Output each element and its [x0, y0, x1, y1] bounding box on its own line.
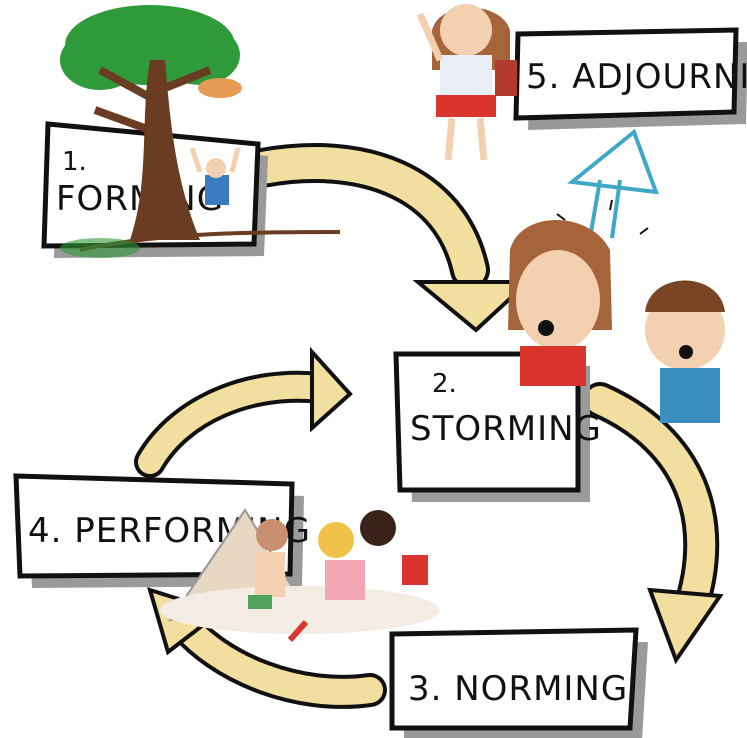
forming-number: 1. [62, 147, 87, 177]
arrow-forming-to-storming [242, 143, 534, 333]
tree-illustration [60, 5, 341, 258]
shovel-icon [287, 620, 309, 642]
arguing-kids-illustration [508, 220, 725, 423]
storming-box: 2. STORMING [393, 351, 602, 502]
sandcastle-illustration [160, 508, 440, 642]
adjourning-box: 5. ADJOURNING [513, 27, 747, 130]
norming-box: 3. NORMING [389, 627, 648, 738]
adjourning-label: 5. ADJOURNING [526, 57, 747, 97]
backpack-icon [495, 60, 517, 96]
arrow-performing-to-storming [134, 346, 353, 478]
storming-label: STORMING [410, 409, 602, 449]
child-icon [205, 175, 229, 205]
waving-girl-illustration [416, 4, 517, 161]
arrow-storming-to-norming [582, 382, 724, 665]
norming-label: 3. NORMING [408, 669, 628, 709]
storming-number: 2. [432, 369, 457, 399]
cat-icon [198, 78, 242, 98]
arrow-to-adjourning [556, 128, 659, 239]
